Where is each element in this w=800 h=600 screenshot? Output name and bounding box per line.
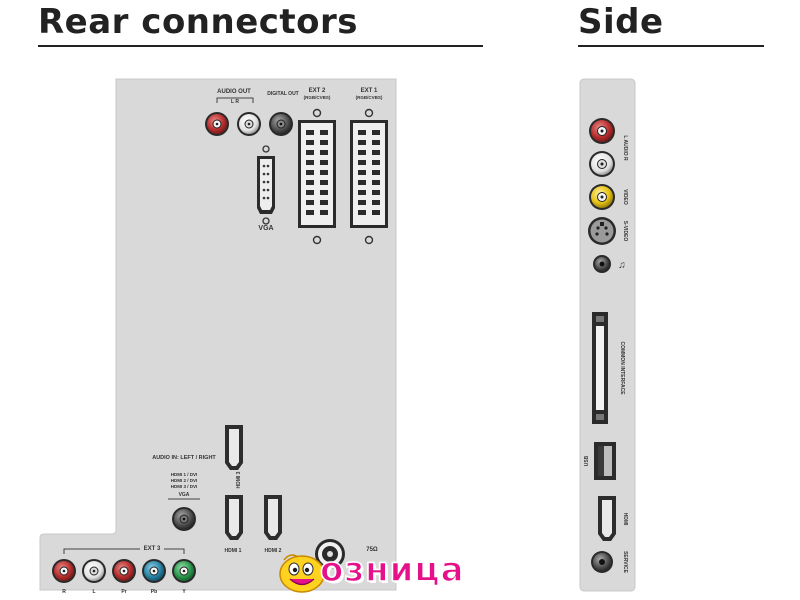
side-headphone-jack[interactable] [593, 255, 611, 273]
headphone-icon: ♫ [618, 260, 626, 271]
ext2-label: EXT 2 [309, 88, 326, 94]
audio-in-label: AUDIO IN: LEFT / RIGHT [152, 455, 216, 461]
ext3-pr-label: Pr [121, 589, 126, 595]
ext3-r-label: R [62, 589, 66, 595]
ext1-screw-bottom [364, 235, 374, 245]
ext2-scart-connector[interactable] [298, 120, 336, 228]
ext3-bracket-right [164, 548, 185, 554]
ext3-y-jack[interactable] [172, 559, 196, 583]
ext3-pr-jack[interactable] [112, 559, 136, 583]
ext1-sub-label: (RGB/CVBS) [356, 95, 383, 100]
audio-out-bracket [216, 97, 254, 103]
side-audio-left-jack[interactable] [589, 151, 615, 177]
rear-heading-rule [38, 45, 483, 47]
audio-out-label: AUDIO OUT [217, 89, 251, 95]
audio-in-vga-label: VGA [179, 492, 190, 498]
logo-mascot-icon [279, 554, 325, 593]
hdmi3-port[interactable] [225, 425, 243, 470]
ext3-y-label: Y [182, 589, 186, 595]
audio-in-hdmi2-label: HDMI 2 / DVI [171, 478, 198, 483]
antenna-label: 75Ω [366, 547, 378, 553]
digital-out-jack[interactable] [269, 112, 293, 136]
side-video-label: VIDEO [622, 189, 628, 205]
ext2-sub-label: (RGB/CVBS) [304, 95, 331, 100]
logo-text: озница [319, 549, 465, 591]
side-hdmi-label: HDMI [622, 513, 628, 526]
usb-label: USB [584, 455, 590, 466]
ext3-audio-right-jack[interactable] [52, 559, 76, 583]
hdmi1-label: HDMI 1 [225, 548, 242, 554]
hdmi2-port[interactable] [264, 495, 282, 540]
audio-in-hdmi1-label: HDMI 1 / DVI [171, 472, 198, 477]
common-interface-slot[interactable] [592, 312, 608, 424]
side-audio-lr-label: L AUDIO R [622, 135, 628, 161]
vga-label: VGA [258, 225, 273, 232]
ext3-label: EXT 3 [144, 546, 161, 552]
digital-out-label: DIGITAL OUT [267, 91, 298, 97]
side-hdmi-port[interactable] [598, 496, 616, 541]
side-video-jack[interactable] [589, 184, 615, 210]
ext3-pb-jack[interactable] [142, 559, 166, 583]
vga-connector[interactable] [257, 145, 275, 225]
service-label: SERVICE [622, 551, 628, 574]
ext2-screw-top [312, 108, 322, 118]
hdmi2-label: HDMI 2 [265, 548, 282, 554]
side-audio-right-jack[interactable] [589, 118, 615, 144]
common-interface-label: COMMON INTERFACE [619, 341, 625, 395]
audio-out-lr-label: L R [231, 99, 239, 105]
ext3-bracket-left [63, 548, 140, 554]
ext3-audio-left-jack[interactable] [82, 559, 106, 583]
usb-port[interactable] [594, 442, 616, 480]
side-svideo-jack[interactable] [588, 217, 616, 245]
rear-panel [39, 78, 397, 591]
hdmi1-port[interactable] [225, 495, 243, 540]
side-heading: Side [578, 2, 664, 42]
side-heading-rule [578, 45, 764, 47]
ext3-l-label: L [92, 589, 95, 595]
rozniza-logo: озница [276, 548, 532, 596]
audio-out-left-jack[interactable] [205, 112, 229, 136]
audio-in-jack[interactable] [172, 507, 196, 531]
audio-in-hdmi3-label: HDMI 3 / DVI [171, 484, 198, 489]
ext3-pb-label: Pb [151, 589, 157, 595]
hdmi3-label: HDMI 3 [236, 471, 242, 488]
ext1-scart-connector[interactable] [350, 120, 388, 228]
rear-connectors-heading: Rear connectors [38, 2, 359, 42]
antenna-connector[interactable] [315, 539, 345, 569]
side-svideo-label: S-VIDEO [622, 221, 628, 242]
service-jack[interactable] [591, 551, 613, 573]
audio-out-right-jack[interactable] [237, 112, 261, 136]
ext1-label: EXT 1 [361, 88, 378, 94]
ext1-screw-top [364, 108, 374, 118]
ext2-screw-bottom [312, 235, 322, 245]
